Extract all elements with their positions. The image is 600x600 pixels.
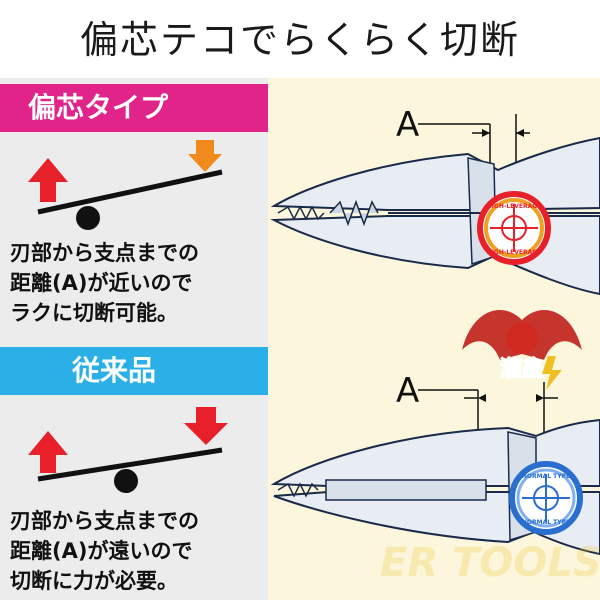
lever-bar xyxy=(37,169,223,215)
lever-diagram-conventional xyxy=(28,407,228,493)
logo-text: 瀧鑫 xyxy=(500,356,544,382)
dragon-logo: 瀧鑫 xyxy=(462,310,582,390)
dimension-label-a: A xyxy=(396,371,419,411)
description-line: ラクに切断可能。 xyxy=(10,301,178,325)
fulcrum xyxy=(76,206,100,230)
plier-illustration-offset: A HIGH-LEVERAGE HIGH-LEVERAGE xyxy=(270,105,600,296)
lever-diagram-offset xyxy=(28,140,223,230)
badge-top-text: HIGH-LEVERAGE xyxy=(487,203,542,210)
conventional-description: 刃部から支点までの 距離(A)が遠いので 切断に力が必要。 xyxy=(10,506,266,596)
up-arrow-icon xyxy=(28,431,68,473)
watermark-text: ER TOOLS xyxy=(380,540,600,586)
description-line: 距離(A)が近いので xyxy=(10,271,193,295)
plier-lower-jaw xyxy=(270,215,600,296)
high-leverage-badge: HIGH-LEVERAGE HIGH-LEVERAGE xyxy=(477,191,551,265)
description-line: 刃部から支点までの xyxy=(10,241,199,265)
plier-illustration-conventional: A NORMAL TYPE NORMAL TYPE xyxy=(270,371,600,556)
conventional-type-banner: 従来品 xyxy=(0,347,268,395)
normal-type-badge: NORMAL TYPE NORMAL TYPE xyxy=(509,461,583,535)
badge-top-text: NORMAL TYPE xyxy=(522,473,570,480)
description-line: 切断に力が必要。 xyxy=(10,569,178,593)
offset-description: 刃部から支点までの 距離(A)が近いので ラクに切断可能。 xyxy=(10,238,266,328)
plier-upper-jaw xyxy=(270,136,600,211)
description-line: 刃部から支点までの xyxy=(10,509,199,533)
description-line: 距離(A)が遠いので xyxy=(10,539,193,563)
badge-bottom-text: HIGH-LEVERAGE xyxy=(487,249,542,256)
down-arrow-icon xyxy=(188,140,222,172)
dimension-label-a: A xyxy=(396,105,419,145)
up-arrow-icon xyxy=(28,158,68,202)
page-title: 偏芯テコでらくらく切断 xyxy=(79,18,520,62)
fulcrum xyxy=(114,469,138,493)
badge-bottom-text: NORMAL TYPE xyxy=(522,519,570,526)
lever-bar xyxy=(37,447,223,482)
down-arrow-icon xyxy=(184,407,228,445)
offset-type-banner: 偏芯タイプ xyxy=(0,84,268,132)
